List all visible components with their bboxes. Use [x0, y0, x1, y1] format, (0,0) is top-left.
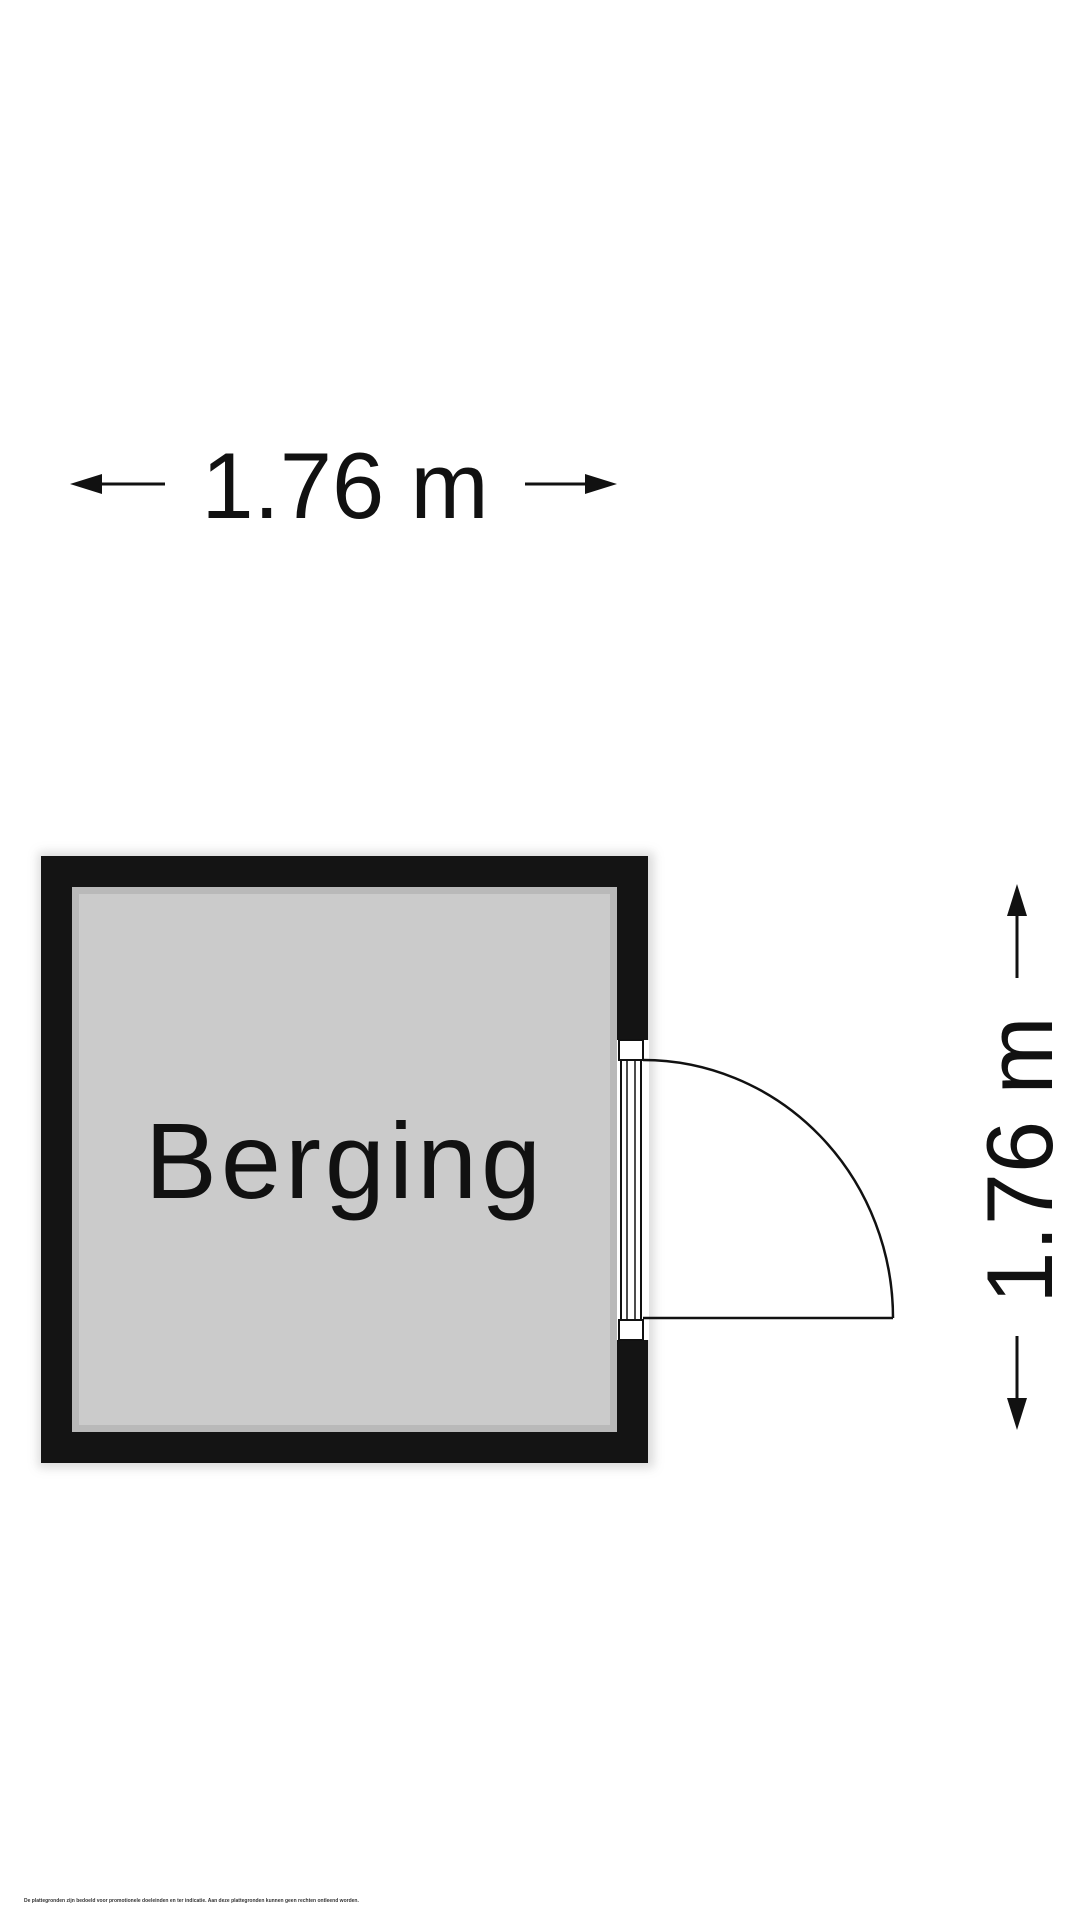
room-floor	[79, 894, 610, 1425]
width-dimension-label: 1.76 m	[201, 433, 488, 538]
width-arrow-head-left	[70, 474, 102, 494]
depth-arrow-head-top	[1007, 884, 1027, 916]
depth-dimension-label: 1.76 m	[967, 1016, 1072, 1303]
width-arrow-head-right	[585, 474, 617, 494]
door-swing-arc	[642, 1058, 895, 1319]
door-frame	[618, 1039, 644, 1341]
room-label: Berging	[145, 1100, 545, 1221]
disclaimer-text: De plattegronden zijn bedoeld voor promo…	[24, 1898, 359, 1904]
width-dimension: 1.76 m	[70, 433, 617, 538]
depth-arrow-head-bottom	[1007, 1398, 1027, 1430]
depth-dimension: 1.76 m	[967, 884, 1072, 1430]
room-berging: Berging	[38, 852, 895, 1468]
